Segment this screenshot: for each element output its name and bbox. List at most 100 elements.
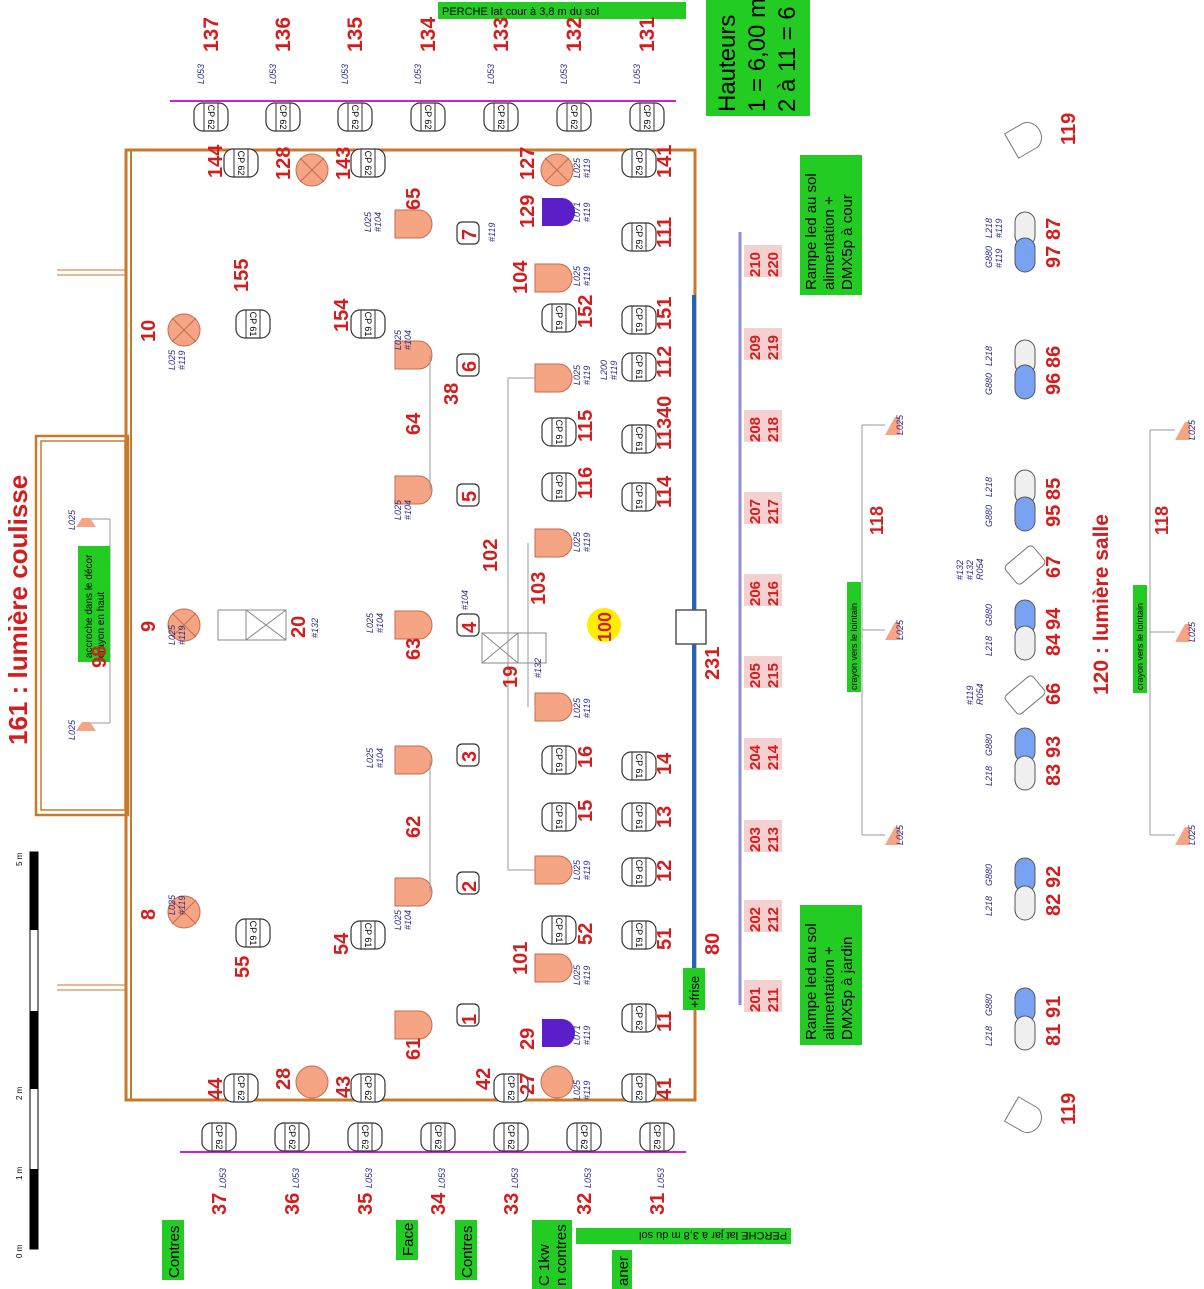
svg-text:116: 116 (575, 467, 597, 499)
svg-text:220: 220 (765, 252, 782, 277)
svg-text:144: 144 (205, 144, 227, 178)
svg-text:213: 213 (765, 827, 782, 852)
hauteurs-line-2: 2 à 11 = 6 (774, 6, 801, 112)
svg-text:CP 62: CP 62 (642, 105, 652, 130)
svg-text:L071: L071 (572, 202, 582, 222)
svg-text:15: 15 (575, 800, 597, 822)
perche-cour-numbers: 137 136 135 134 133 132 131 L053 L053 L0… (196, 17, 659, 84)
svg-text:103: 103 (528, 572, 550, 605)
svg-text:13: 13 (654, 806, 676, 828)
svg-text:231: 231 (702, 647, 724, 680)
svg-text:83: 83 (1043, 764, 1065, 786)
svg-text:81: 81 (1043, 1024, 1065, 1046)
svg-text:62: 62 (403, 816, 425, 838)
svg-text:37: 37 (209, 1193, 231, 1215)
svg-text:204: 204 (747, 744, 764, 770)
svg-text:G880: G880 (984, 734, 994, 756)
svg-text:CP 62: CP 62 (433, 1125, 443, 1150)
svg-text:6: 6 (459, 361, 481, 372)
svg-text:R054: R054 (975, 683, 985, 705)
svg-text:CP 62: CP 62 (287, 1125, 297, 1150)
svg-text:65: 65 (403, 188, 425, 210)
svg-text:211: 211 (765, 988, 782, 1012)
svg-text:216: 216 (765, 581, 782, 606)
svg-text:2 m: 2 m (15, 1086, 24, 1100)
svg-text:52: 52 (575, 923, 597, 945)
circuit-number: 136 (272, 17, 295, 52)
gel-label: L053 (196, 64, 206, 84)
svg-text:#119: #119 (582, 966, 592, 985)
bottom-tags: Contres Face Contres C 1kw n contres ane… (162, 1220, 632, 1289)
circuit-number: 132 (563, 17, 586, 52)
svg-text:CP 62: CP 62 (363, 151, 373, 176)
rampe-jardin-tag (800, 905, 862, 1045)
svg-text:128: 128 (273, 147, 295, 180)
salle-leds: 97 87 96 86 95 85 84 94 83 93 82 92 81 9… (984, 211, 1065, 1051)
svg-text:#132: #132 (533, 658, 543, 678)
gel-label: L053 (632, 64, 642, 84)
svg-text:L025: L025 (895, 414, 905, 435)
svg-text:84: 84 (1043, 633, 1065, 656)
svg-text:214: 214 (765, 744, 782, 770)
circuit-number: 135 (344, 17, 367, 52)
svg-text:19: 19 (500, 666, 522, 688)
svg-text:CP 62: CP 62 (634, 1076, 644, 1101)
gel-label: L053 (559, 64, 569, 84)
svg-text:111: 111 (654, 217, 676, 248)
svg-text:#119: #119 (177, 351, 187, 370)
svg-text:118: 118 (1152, 506, 1172, 535)
svg-text:CP 62: CP 62 (423, 105, 433, 130)
svg-text:20: 20 (288, 616, 310, 638)
svg-text:L025: L025 (572, 859, 582, 880)
svg-text:L025: L025 (365, 747, 375, 768)
svg-text:#104: #104 (375, 613, 385, 633)
svg-text:141: 141 (654, 145, 676, 178)
svg-text:L053: L053 (437, 1168, 447, 1188)
svg-text:G880: G880 (984, 864, 994, 886)
svg-text:CP 61: CP 61 (554, 475, 564, 500)
svg-text:64: 64 (403, 412, 425, 435)
svg-text:5: 5 (459, 491, 481, 502)
svg-text:L025: L025 (167, 624, 177, 645)
svg-text:#119: #119 (582, 533, 592, 552)
perche-jar-numbers: 37 36 35 34 33 32 31 L053 L053 L053 L053… (209, 1168, 669, 1215)
svg-text:CP 62: CP 62 (634, 1006, 644, 1031)
perche-jar-fixtures: CP 62 CP 62 CP 62 CP 62 CP 62 CP 62 CP 6… (201, 1122, 675, 1152)
svg-text:CP 61: CP 61 (634, 427, 644, 452)
svg-text:12: 12 (654, 860, 676, 882)
svg-text:112: 112 (654, 346, 676, 378)
perche-cour-label: PERCHE lat cour à 3,8 m du sol (442, 6, 599, 18)
svg-text:54: 54 (331, 932, 353, 955)
svg-text:CP 62: CP 62 (350, 105, 360, 130)
svg-text:100: 100 (595, 612, 615, 642)
svg-text:92: 92 (1043, 866, 1065, 888)
svg-text:208: 208 (747, 417, 764, 442)
svg-text:L053: L053 (656, 1168, 666, 1188)
svg-text:101: 101 (510, 942, 532, 975)
svg-text:L025: L025 (1187, 621, 1197, 642)
svg-text:9: 9 (138, 621, 160, 632)
svg-text:28: 28 (273, 1068, 295, 1090)
svg-text:CP 61: CP 61 (634, 308, 644, 333)
svg-text:66: 66 (1043, 683, 1065, 705)
svg-text:Contres: Contres (166, 1225, 183, 1278)
svg-text:L053: L053 (510, 1168, 520, 1188)
svg-text:31: 31 (647, 1193, 669, 1215)
fixture-text: CP 62 (206, 105, 216, 130)
svg-text:CP 62: CP 62 (236, 1076, 246, 1101)
svg-text:L025: L025 (67, 509, 77, 530)
circuit-number: 133 (490, 17, 513, 52)
svg-text:44: 44 (205, 1077, 227, 1100)
perche-cour-fixtures: CP 62 CP 62 CP 62 CP 62 CP 62 CP 62 CP 6… (193, 102, 665, 132)
svg-text:61: 61 (403, 1038, 425, 1060)
svg-text:CP 61: CP 61 (634, 485, 644, 510)
accroche-line-1: accroche dans le décor (84, 554, 95, 658)
svg-text:CP 61: CP 61 (634, 754, 644, 779)
svg-text:209: 209 (747, 335, 764, 360)
svg-text:91: 91 (1043, 996, 1065, 1018)
svg-text:42: 42 (473, 1068, 495, 1090)
svg-text:L025: L025 (365, 612, 375, 633)
svg-text:#119: #119 (994, 249, 1004, 268)
svg-text:#132: #132 (955, 560, 965, 580)
svg-text:41: 41 (654, 1078, 676, 1100)
